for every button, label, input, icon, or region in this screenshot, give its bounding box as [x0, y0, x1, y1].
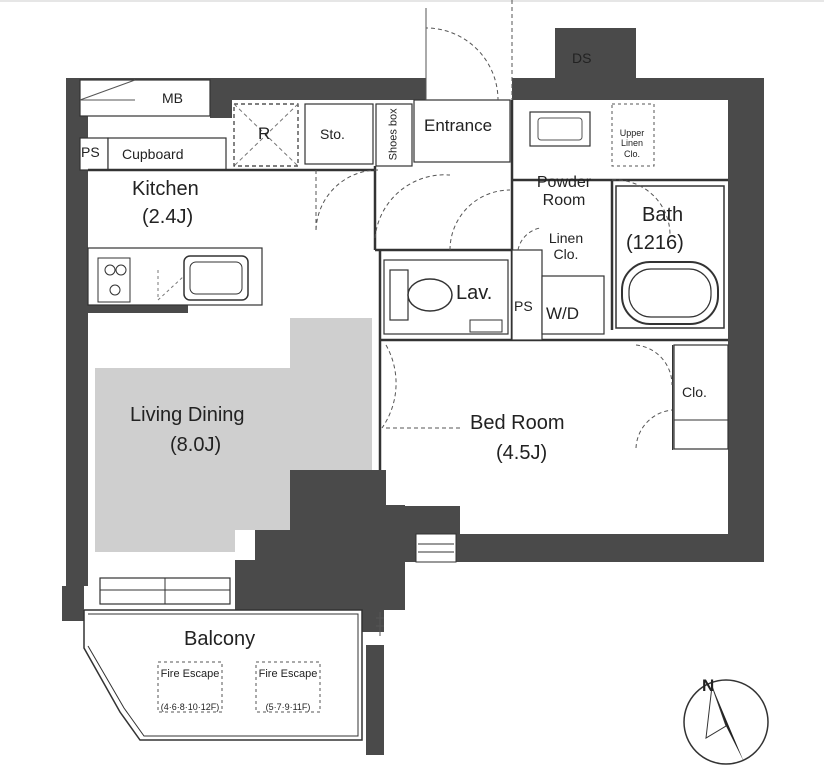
shoes-box-label: Shoes box [387, 108, 400, 161]
kitchen-label: Kitchen [132, 178, 199, 200]
cupboard-label: Cupboard [122, 146, 184, 162]
ps-mid-label: PS [514, 298, 533, 314]
bath-size-label: (1216) [626, 232, 684, 254]
linen-clo-label: Linen Clo. [548, 230, 584, 263]
door-swings [315, 169, 673, 449]
entrance-label: Entrance [424, 116, 493, 135]
lav-label: Lav. [456, 282, 493, 304]
upper-linen-label: Upper Linen Clo. [619, 128, 645, 159]
fire-escape-1-floors: (4·6·8·10·12F) [160, 702, 220, 712]
living-dining-label: Living Dining [130, 404, 245, 426]
bed-room-label: Bed Room [470, 412, 565, 434]
fire-escape-1-label: Fire Escape [160, 668, 220, 680]
r-label: R [258, 124, 271, 143]
fire-escape-2-floors: (5·7·9·11F) [265, 702, 311, 712]
north-compass [683, 679, 769, 765]
balcony-label: Balcony [184, 628, 256, 650]
ds-label: DS [572, 50, 592, 66]
mb-label: MB [162, 90, 183, 106]
kitchen-size-label: (2.4J) [142, 206, 194, 228]
north-label: N [702, 676, 715, 695]
powder-room-label: Powder Room [536, 174, 592, 210]
fire-escape-2-label: Fire Escape [258, 668, 318, 680]
bed-room-size-label: (4.5J) [496, 442, 548, 464]
ps-top-label: PS [81, 144, 100, 160]
bath-label: Bath [642, 204, 684, 226]
clo-label: Clo. [682, 384, 707, 400]
living-dining-floor [95, 318, 372, 552]
wd-label: W/D [546, 304, 580, 323]
sto-label: Sto. [320, 126, 345, 142]
living-dining-size-label: (8.0J) [170, 434, 222, 456]
